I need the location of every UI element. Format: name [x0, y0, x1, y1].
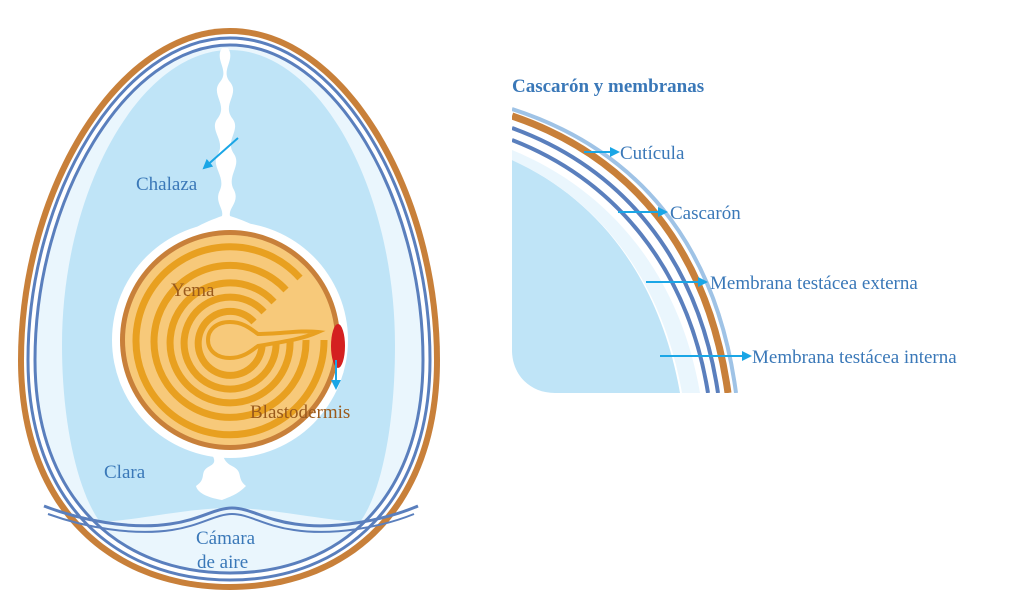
egg-cross-section: Chalaza Yema Blastodermis Clara Cámara d…: [18, 28, 440, 590]
label-cascaron: Cascarón: [670, 203, 741, 224]
label-membrana-externa: Membrana testácea externa: [710, 273, 918, 294]
label-membrana-interna: Membrana testácea interna: [752, 347, 957, 368]
label-clara: Clara: [104, 462, 146, 483]
panel-title: Cascarón y membranas: [512, 76, 704, 97]
shell-membranes-panel: Cascarón y membranas Cutícula Cascarón M…: [512, 76, 957, 393]
label-cuticula: Cutícula: [620, 143, 685, 164]
label-camara-line1: Cámara: [196, 528, 256, 549]
label-camara-line2: de aire: [197, 552, 248, 573]
label-chalaza: Chalaza: [136, 174, 198, 195]
label-yema: Yema: [171, 280, 215, 301]
label-blastodermis: Blastodermis: [250, 402, 350, 423]
blastoderm: [331, 324, 345, 368]
